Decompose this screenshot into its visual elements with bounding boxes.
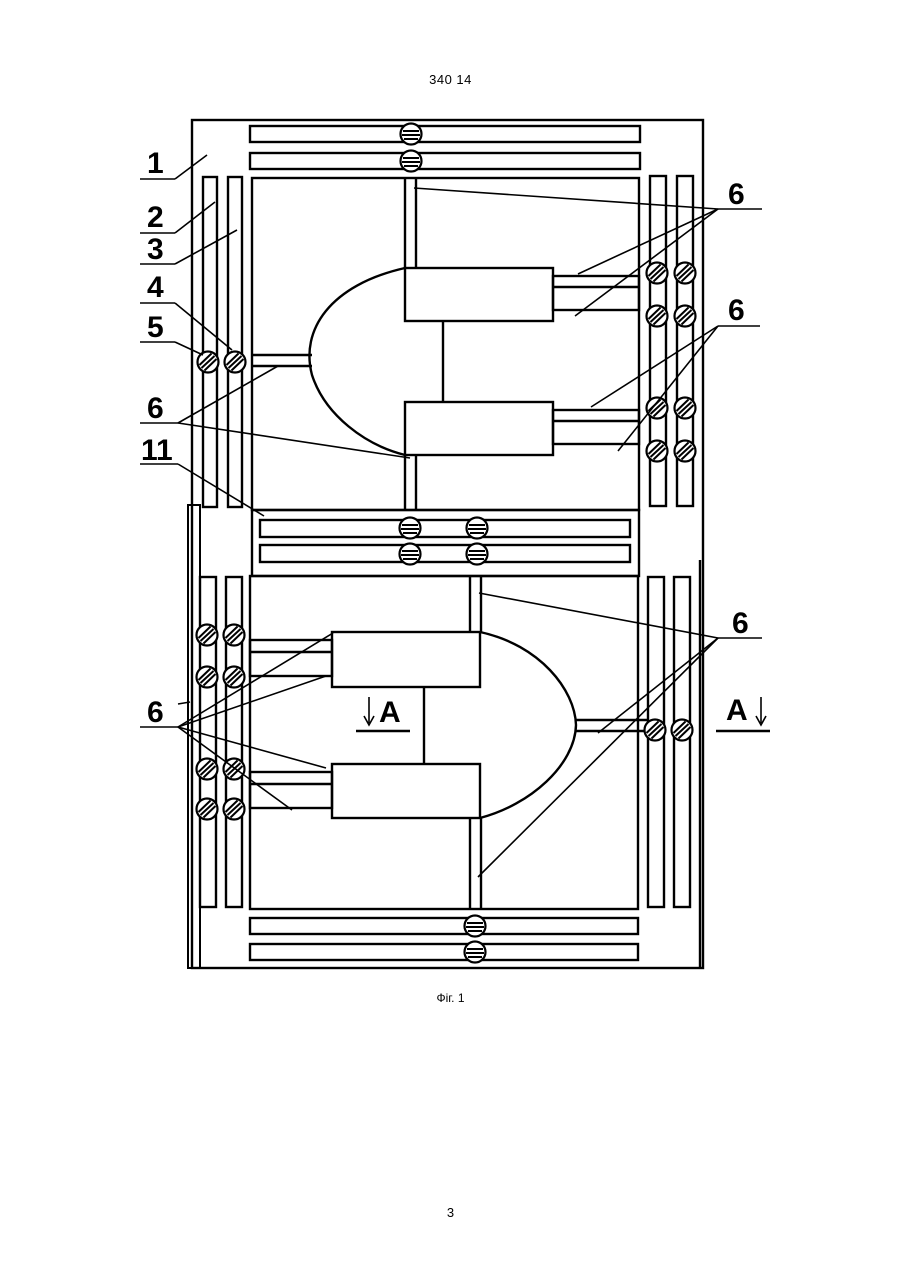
screw-icon [645,720,666,741]
section-label-left: A [379,696,401,729]
screw-icon [197,799,218,820]
label-6: 6 [147,392,164,425]
screw-icon [400,518,421,539]
screw-icon [647,441,668,462]
label-4: 4 [147,271,164,304]
label-3: 3 [147,233,164,266]
section-label-right: A [726,694,748,727]
label-6: 6 [732,607,749,640]
screw-icon [401,124,422,145]
screw-icon [400,544,421,565]
screw-icon [467,544,488,565]
screw-icon [224,625,245,646]
label-11: 11 [141,434,173,467]
screw-icon [467,518,488,539]
label-6: 6 [728,294,745,327]
screw-icon [647,306,668,327]
page-number: 3 [0,1205,901,1220]
figure-caption: Фіг. 1 [0,991,901,1005]
screw-icon [465,916,486,937]
label-6: 6 [728,178,745,211]
figure-frame [188,120,703,968]
screw-icon [647,263,668,284]
screws [197,124,696,963]
upper-mechanism [252,178,639,510]
label-5: 5 [147,311,164,344]
screw-icon [224,799,245,820]
screw-icon [197,759,218,780]
label-1: 1 [147,147,164,180]
screw-icon [675,306,696,327]
screw-icon [197,625,218,646]
screw-icon [401,151,422,172]
label-2: 2 [147,201,164,234]
screw-icon [675,398,696,419]
screw-icon [675,263,696,284]
screw-icon [675,441,696,462]
screw-icon [197,667,218,688]
screw-icon [224,667,245,688]
label-6: 6 [147,696,164,729]
screw-icon [465,942,486,963]
lower-mechanism [250,576,648,909]
screw-icon [225,352,246,373]
screw-icon [647,398,668,419]
screw-icon [672,720,693,741]
